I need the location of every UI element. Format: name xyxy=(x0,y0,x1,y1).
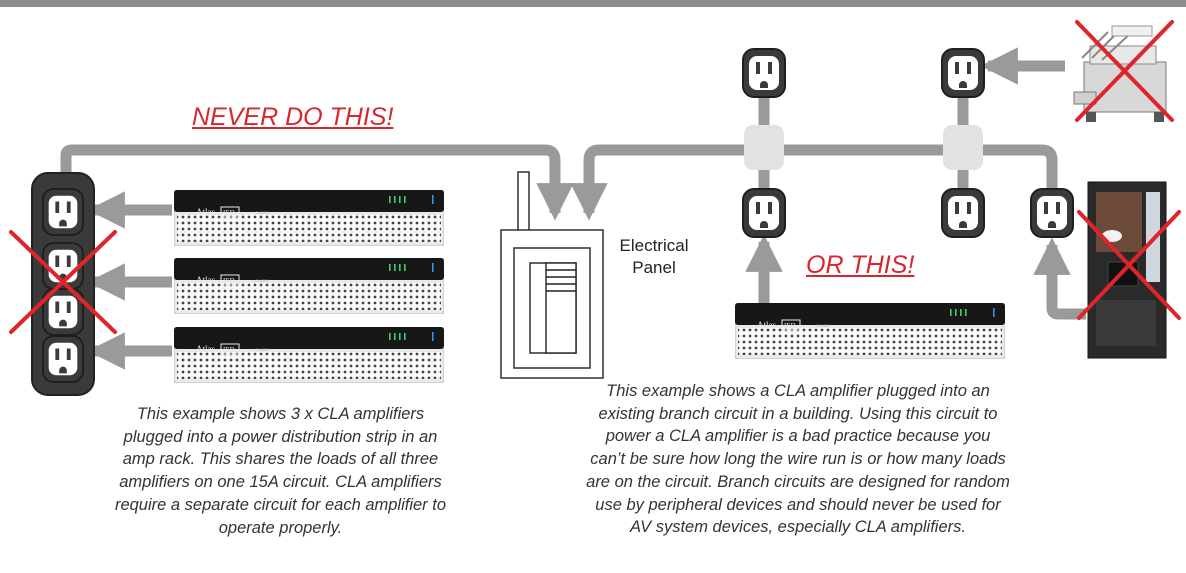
left-caption: This example shows 3 x CLA amplifiers pl… xyxy=(114,405,447,537)
amplifier-model: CLA804 xyxy=(816,323,831,328)
outlet-icon xyxy=(742,48,786,98)
amplifier-icon: Atlas IED CLA804 xyxy=(735,303,1005,359)
panel-label-line1: Electrical xyxy=(619,236,689,255)
or-this-warning: OR THIS! xyxy=(806,251,915,279)
amplifier-brand-box: IED xyxy=(223,277,235,285)
amplifier-icon: Atlas IED CLA804 xyxy=(174,190,444,246)
cross-icon xyxy=(1077,210,1181,320)
junction-box-left xyxy=(744,125,784,170)
amplifier-brand-box: IED xyxy=(223,346,235,354)
amplifier-brand-box: IED xyxy=(223,209,235,217)
wires xyxy=(60,47,1086,370)
cross-icon xyxy=(9,230,117,334)
right-caption: This example shows a CLA amplifier plugg… xyxy=(586,382,1010,537)
never-do-this-warning: NEVER DO THIS! xyxy=(192,103,394,131)
outlet-icon xyxy=(941,48,985,98)
outlet-icon xyxy=(941,188,985,238)
amplifier-brand: Atlas xyxy=(757,320,776,330)
amplifier-brand-box: IED xyxy=(784,322,796,330)
amplifier-model: CLA804 xyxy=(255,278,270,283)
wire-coffee-machine xyxy=(1033,237,1086,320)
wire-strip-to-panel xyxy=(60,144,574,221)
amplifier-model: CLA804 xyxy=(255,210,270,215)
panel-label-line2: Panel xyxy=(632,258,676,277)
amplifier-icon: Atlas IED CLA804 xyxy=(174,327,444,383)
electrical-panel-label: Electrical Panel xyxy=(606,235,702,279)
cross-icon xyxy=(1075,20,1174,122)
outlet-icon xyxy=(1030,188,1074,238)
junction-box-right xyxy=(943,125,983,170)
amplifier-brand: Atlas xyxy=(196,207,215,217)
outlet-icon xyxy=(742,188,786,238)
amplifier-icon: Atlas IED CLA804 xyxy=(174,258,444,314)
header-bar xyxy=(0,0,1186,7)
amplifier-model: CLA804 xyxy=(255,347,270,352)
amplifier-brand: Atlas xyxy=(196,344,215,354)
amplifier-brand: Atlas xyxy=(196,275,215,285)
wire-branch-circuit xyxy=(570,144,1058,221)
electrical-panel-icon xyxy=(500,171,604,379)
